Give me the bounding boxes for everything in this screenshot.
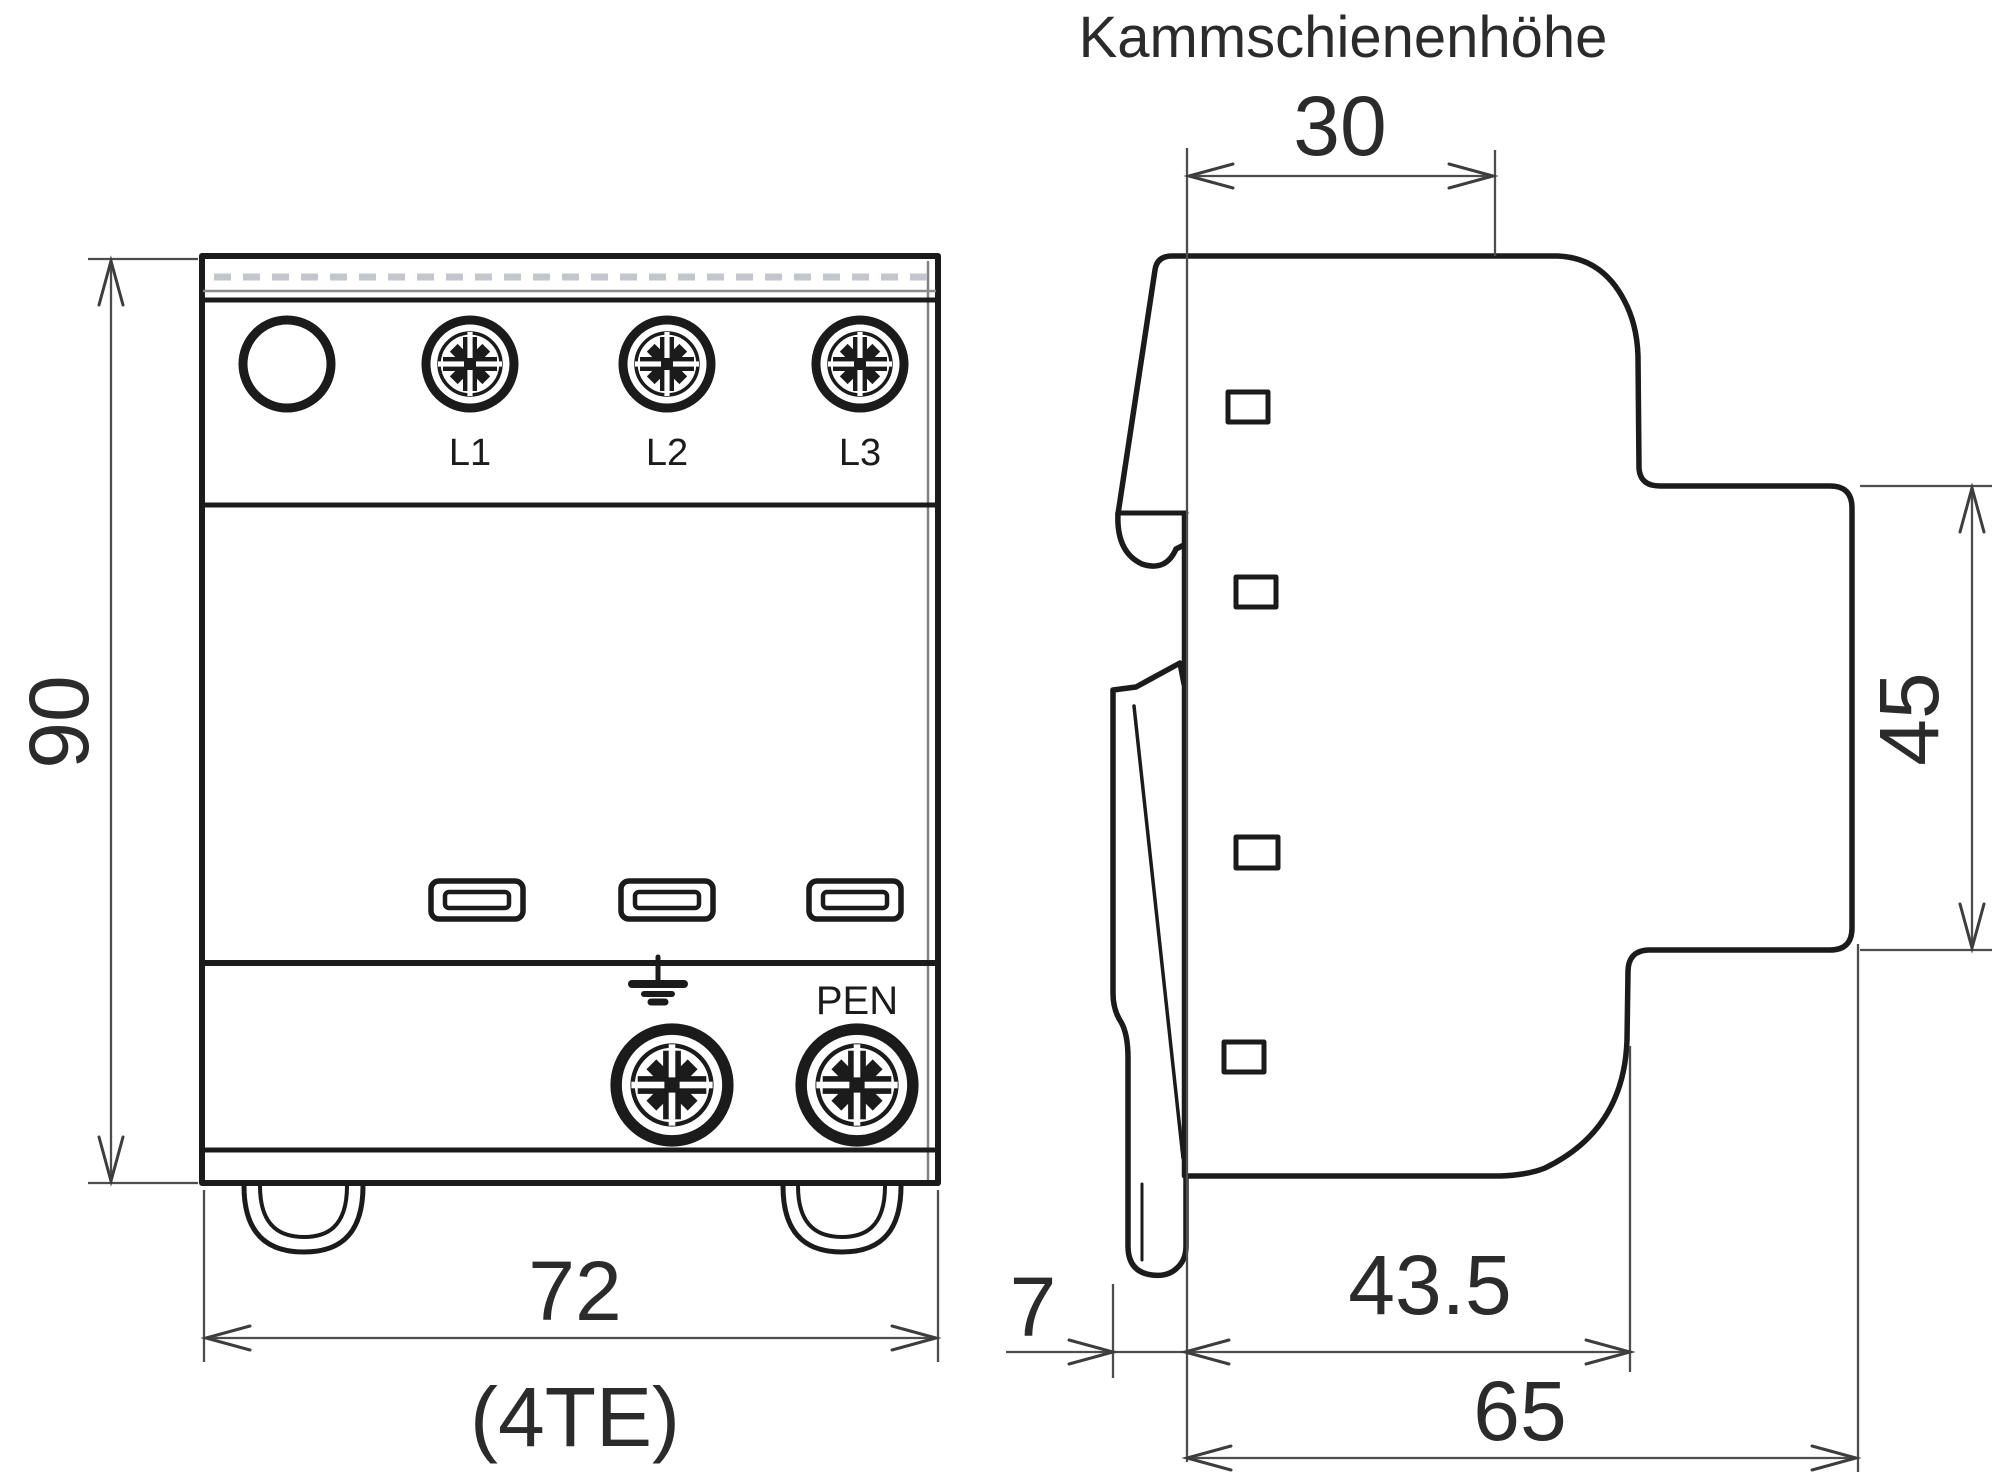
terminal-screw-pen (801, 1029, 913, 1141)
drawing-title: Kammschienenhöhe (1079, 5, 1608, 70)
dim-value-72: 72 (528, 1244, 621, 1338)
arrowhead-72-right (890, 1324, 942, 1352)
side-body-outline (1115, 253, 1855, 1179)
dim-90: 90 (12, 255, 198, 1187)
side-latch-windows (1221, 389, 1281, 1075)
side-rail-clip (1110, 510, 1189, 1279)
dim-65: 65 (1181, 944, 1862, 1472)
front-mounting-feet (241, 1183, 904, 1255)
arrowhead-65-left (1181, 1444, 1233, 1472)
front-view: L1 L2 L3 PEN (199, 253, 941, 1255)
vent-slot-2-inner (632, 889, 702, 911)
front-vent-slots (428, 878, 904, 922)
arrowhead-45-top (1958, 482, 1986, 534)
arrowhead-65-right (1810, 1444, 1862, 1472)
arrowhead-45-bottom (1958, 902, 1986, 954)
terminal-screw-earth (616, 1029, 728, 1141)
arrowhead-72-left (200, 1324, 252, 1352)
latch-window-4 (1221, 1039, 1267, 1075)
arrowhead-90-top (97, 255, 125, 307)
dim-value-43-5: 43.5 (1348, 1238, 1512, 1332)
left-foot-inner (258, 1184, 349, 1239)
terminal-screw-L1 (426, 320, 514, 408)
spring-clip-and-foot (1110, 660, 1189, 1279)
vent-slot-1-outer (428, 878, 526, 922)
front-top-band (199, 273, 941, 303)
arrowhead-43-5-right (1584, 1338, 1636, 1366)
right-foot-inner (796, 1184, 887, 1239)
terminal-label-l1: L1 (449, 432, 491, 474)
dim-7-and-43-5: 7 43.5 (1006, 1046, 1636, 1378)
dim-value-90: 90 (12, 675, 106, 768)
vent-slot-1-inner (442, 889, 512, 911)
dim-72: 72 (4TE) (200, 1190, 942, 1464)
front-terminal-row: L1 L2 L3 (238, 315, 904, 474)
front-body-outline (199, 253, 941, 1186)
arrowhead-7-left (1067, 1338, 1119, 1366)
front-bottom-section: PEN (616, 954, 913, 1141)
arrowhead-30-right (1447, 162, 1499, 190)
terminal-screw-L2 (623, 320, 711, 408)
terminal-label-l3: L3 (839, 432, 881, 474)
indicator-window-circle (238, 315, 336, 413)
spring-clip-arm (1132, 704, 1185, 1160)
arrowhead-43-5-left (1179, 1338, 1231, 1366)
latch-window-3 (1233, 834, 1281, 871)
dimensions: Kammschienenhöhe 30 90 72 (4 (12, 5, 1992, 1472)
rail-claw-hook (1115, 510, 1187, 569)
arrowhead-30-left (1183, 162, 1235, 190)
vent-slot-2-outer (618, 878, 716, 922)
dim-value-45: 45 (1862, 672, 1956, 765)
vent-slot-3-outer (806, 878, 904, 922)
terminal-screw-L3 (816, 320, 904, 408)
right-foot-outer (780, 1183, 904, 1255)
dim-45: 45 (1860, 482, 1992, 954)
dim-value-4te: (4TE) (470, 1370, 680, 1464)
dim-value-7: 7 (1010, 1260, 1057, 1354)
vent-slot-3-inner (820, 889, 890, 911)
side-view (1110, 253, 1855, 1279)
terminal-label-l2: L2 (646, 432, 688, 474)
latch-window-2 (1233, 574, 1279, 610)
latch-window-1 (1225, 389, 1271, 425)
pen-label: PEN (816, 979, 898, 1023)
left-foot-outer (241, 1183, 366, 1255)
dim-value-65: 65 (1473, 1364, 1566, 1458)
dim-value-30: 30 (1293, 79, 1386, 173)
earth-symbol-icon (628, 954, 688, 1006)
dim-30: 30 (1183, 79, 1499, 1462)
arrowhead-90-bottom (97, 1135, 125, 1187)
